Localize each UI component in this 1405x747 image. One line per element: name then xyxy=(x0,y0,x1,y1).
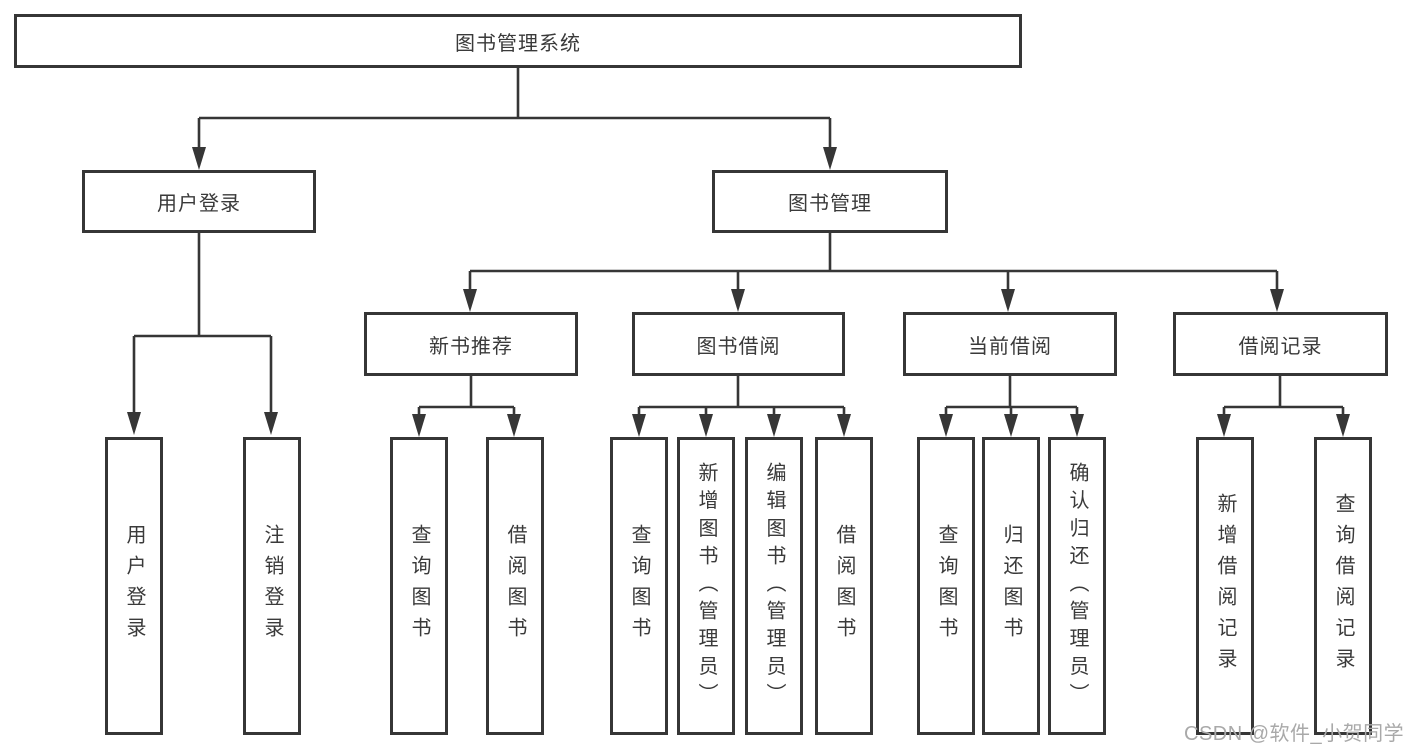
node-root: 图书管理系统 xyxy=(14,14,1022,68)
node-leaf-return-books: 归还图书 xyxy=(982,437,1040,735)
connector-arrowhead-icon xyxy=(412,414,426,437)
connector-arrowhead-icon xyxy=(192,147,206,170)
node-leaf-query-books-borrow-label: 查询图书 xyxy=(628,524,650,648)
connector-arrowhead-icon xyxy=(1336,414,1350,437)
node-user-login-label: 用户登录 xyxy=(157,193,241,215)
connector-arrowhead-icon xyxy=(1270,289,1284,312)
node-leaf-add-borrow-record-label: 新增借阅记录 xyxy=(1214,493,1236,679)
connector-arrowhead-icon xyxy=(463,289,477,312)
node-leaf-borrow-books-label: 借阅图书 xyxy=(833,524,855,648)
node-leaf-query-borrow-record: 查询借阅记录 xyxy=(1314,437,1372,735)
node-leaf-confirm-return-admin-label: 确认归还（管理员） xyxy=(1066,461,1088,711)
connector-arrowhead-icon xyxy=(127,412,141,435)
connector-arrowhead-icon xyxy=(699,414,713,437)
watermark-text: CSDN @软件_小贺同学 xyxy=(1184,723,1405,745)
node-leaf-query-books-recommend-label: 查询图书 xyxy=(408,524,430,648)
node-current-borrow: 当前借阅 xyxy=(903,312,1117,376)
node-leaf-borrow-books-recommend: 借阅图书 xyxy=(486,437,544,735)
connector-arrowhead-icon xyxy=(264,412,278,435)
node-borrow-records: 借阅记录 xyxy=(1173,312,1388,376)
node-leaf-borrow-books-recommend-label: 借阅图书 xyxy=(504,524,526,648)
node-borrow-records-label: 借阅记录 xyxy=(1238,335,1323,358)
node-leaf-query-books-borrow: 查询图书 xyxy=(610,437,668,735)
connector-arrowhead-icon xyxy=(507,414,521,437)
node-book-borrow-label: 图书借阅 xyxy=(696,335,781,358)
node-leaf-add-borrow-record: 新增借阅记录 xyxy=(1196,437,1254,735)
node-leaf-query-books-recommend: 查询图书 xyxy=(390,437,448,735)
node-root-label: 图书管理系统 xyxy=(455,32,581,55)
connector-arrowhead-icon xyxy=(1001,289,1015,312)
connector-arrowhead-icon xyxy=(1004,414,1018,437)
node-leaf-query-borrow-record-label: 查询借阅记录 xyxy=(1332,493,1354,679)
node-leaf-query-books-current-label: 查询图书 xyxy=(935,524,957,648)
connector-arrowhead-icon xyxy=(767,414,781,437)
node-leaf-add-books-admin-label: 新增图书（管理员） xyxy=(695,461,717,711)
node-leaf-edit-books-admin-label: 编辑图书（管理员） xyxy=(763,461,785,711)
node-leaf-return-books-label: 归还图书 xyxy=(1000,524,1022,648)
node-leaf-query-books-current: 查询图书 xyxy=(917,437,975,735)
node-leaf-logout-label: 注销登录 xyxy=(261,524,283,648)
connector-arrowhead-icon xyxy=(939,414,953,437)
connector-arrowhead-icon xyxy=(1070,414,1084,437)
connector-arrowhead-icon xyxy=(823,147,837,170)
node-leaf-add-books-admin: 新增图书（管理员） xyxy=(677,437,735,735)
node-new-book-recommend: 新书推荐 xyxy=(364,312,578,376)
node-leaf-user-login: 用户登录 xyxy=(105,437,163,735)
node-leaf-edit-books-admin: 编辑图书（管理员） xyxy=(745,437,803,735)
node-current-borrow-label: 当前借阅 xyxy=(968,335,1052,358)
connector-arrowhead-icon xyxy=(1217,414,1231,437)
node-leaf-logout: 注销登录 xyxy=(243,437,301,735)
connector-arrowhead-icon xyxy=(632,414,646,437)
node-book-management-label: 图书管理 xyxy=(788,193,872,215)
node-new-book-recommend-label: 新书推荐 xyxy=(429,335,513,358)
node-leaf-user-login-label: 用户登录 xyxy=(123,524,145,648)
node-book-borrow: 图书借阅 xyxy=(632,312,845,376)
connector-arrowhead-icon xyxy=(837,414,851,437)
connector-arrowhead-icon xyxy=(731,289,745,312)
node-user-login: 用户登录 xyxy=(82,170,316,233)
node-book-management: 图书管理 xyxy=(712,170,948,233)
node-leaf-confirm-return-admin: 确认归还（管理员） xyxy=(1048,437,1106,735)
node-leaf-borrow-books: 借阅图书 xyxy=(815,437,873,735)
